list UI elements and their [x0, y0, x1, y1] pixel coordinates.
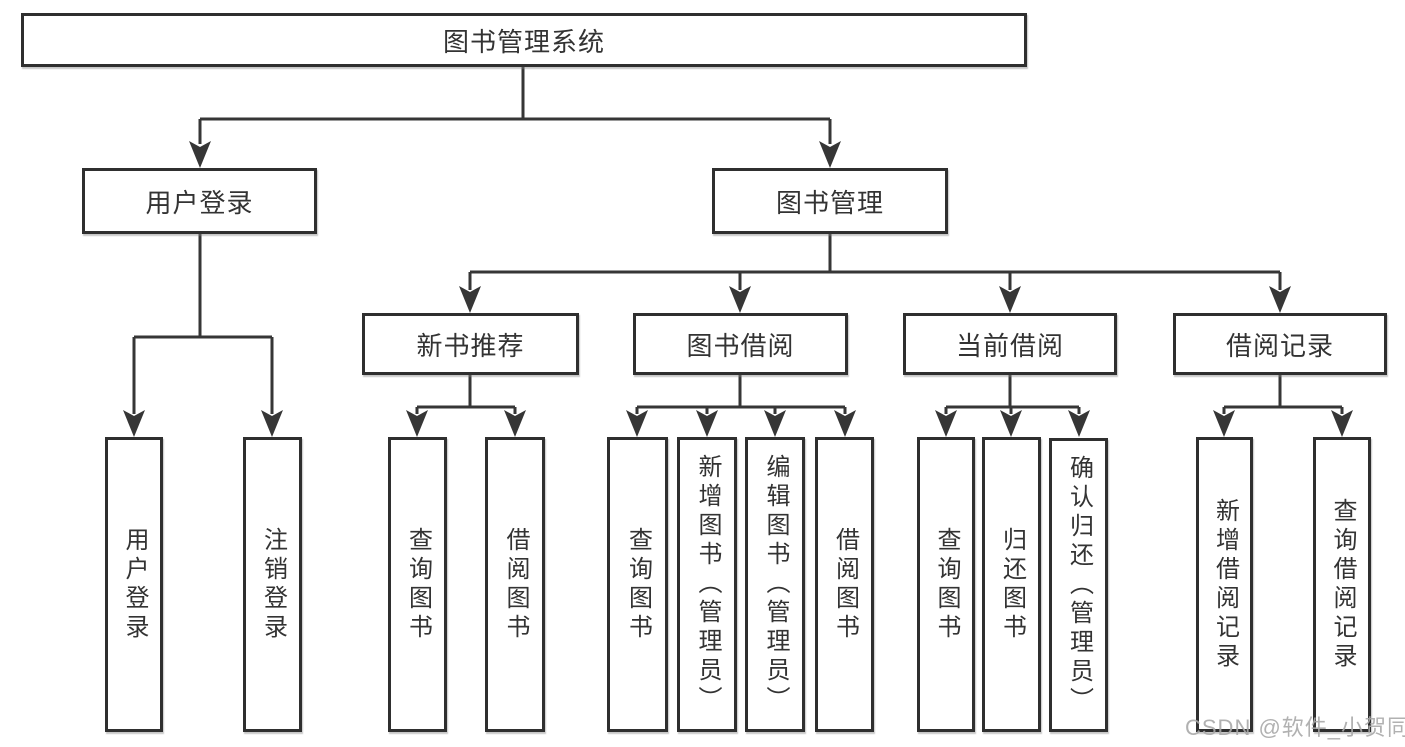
arrow-icon — [1269, 286, 1291, 313]
arrow-icon — [819, 141, 841, 168]
node-label: 新增借阅记录 — [1211, 497, 1239, 672]
leaf-add-borrow-record: 新增借阅记录 — [1196, 437, 1253, 732]
arrow-icon — [406, 410, 428, 437]
node-book-borrow: 图书借阅 — [633, 313, 848, 375]
arrow-icon — [504, 410, 526, 437]
leaf-user-login: 用户登录 — [105, 437, 163, 732]
leaf-return-book: 归还图书 — [982, 437, 1041, 732]
node-label: 查询图书 — [933, 526, 960, 643]
leaf-query-books-borrow: 查询图书 — [607, 437, 668, 732]
leaf-logout: 注销登录 — [243, 437, 302, 732]
node-label: 借阅图书 — [831, 526, 859, 643]
arrow-icon — [123, 410, 145, 437]
node-label: 新增图书（管理员） — [694, 454, 721, 715]
arrow-icon — [696, 410, 718, 437]
node-label: 查询图书 — [624, 526, 652, 643]
node-label: 新书推荐 — [416, 330, 525, 361]
leaf-confirm-return-admin: 确认归还（管理员） — [1049, 438, 1108, 732]
arrow-icon — [999, 286, 1021, 313]
arrow-icon — [626, 410, 648, 437]
node-borrow-records: 借阅记录 — [1173, 313, 1387, 375]
node-label: 当前借阅 — [955, 330, 1064, 361]
csdn-watermark: CSDN @软件_小贺同学 — [1185, 715, 1405, 740]
node-label: 查询借阅记录 — [1329, 497, 1356, 672]
leaf-borrow-books-recommend: 借阅图书 — [485, 437, 545, 732]
node-label: 确认归还（管理员） — [1065, 454, 1093, 716]
arrow-icon — [261, 410, 283, 437]
arrow-icon — [1331, 410, 1353, 437]
arrow-icon — [459, 286, 481, 313]
arrow-icon — [834, 410, 856, 437]
node-label: 图书管理系统 — [442, 26, 605, 57]
leaf-borrow-books: 借阅图书 — [815, 437, 874, 732]
node-label: 图书借阅 — [686, 330, 795, 361]
leaf-query-borrow-record: 查询借阅记录 — [1313, 437, 1371, 732]
leaf-edit-book-admin: 编辑图书（管理员） — [745, 437, 805, 732]
arrow-icon — [764, 410, 786, 437]
node-label: 图书管理 — [775, 187, 884, 218]
node-label: 注销登录 — [259, 526, 287, 643]
node-label: 借阅图书 — [502, 526, 529, 643]
node-label: 归还图书 — [998, 526, 1026, 643]
node-user-login: 用户登录 — [82, 168, 317, 234]
node-label: 用户登录 — [121, 526, 148, 643]
arrow-icon — [935, 410, 957, 437]
arrow-icon — [1000, 410, 1022, 437]
node-current-borrow: 当前借阅 — [903, 313, 1117, 375]
arrow-icon — [729, 286, 751, 313]
node-book-management: 图书管理 — [712, 168, 948, 234]
node-label: 编辑图书（管理员） — [762, 454, 789, 715]
node-label: 用户登录 — [145, 187, 254, 218]
arrow-icon — [1068, 410, 1090, 437]
node-library-system: 图书管理系统 — [21, 13, 1027, 67]
node-new-book-recommend: 新书推荐 — [362, 313, 579, 375]
leaf-query-books-current: 查询图书 — [917, 437, 975, 732]
node-label: 查询图书 — [404, 526, 432, 643]
arrow-icon — [189, 141, 211, 168]
node-label: 借阅记录 — [1225, 330, 1334, 361]
arrow-icon — [1213, 410, 1235, 437]
leaf-query-books-recommend: 查询图书 — [388, 437, 447, 732]
leaf-add-book-admin: 新增图书（管理员） — [677, 437, 737, 732]
